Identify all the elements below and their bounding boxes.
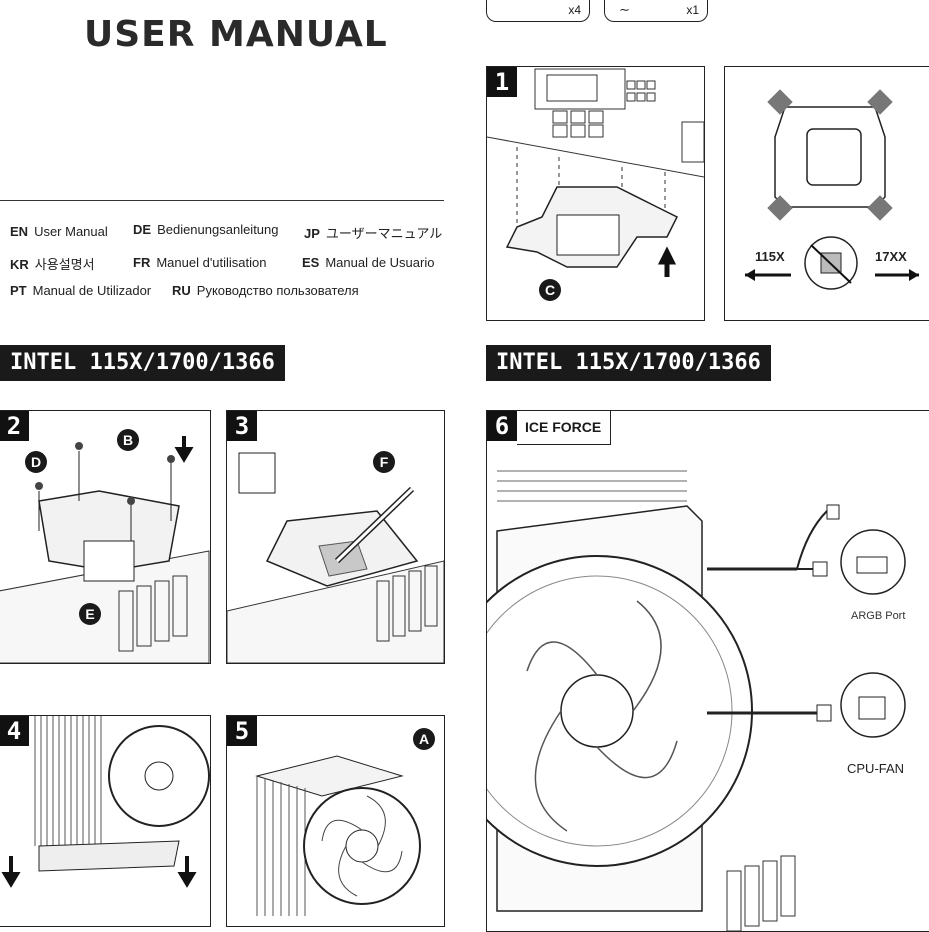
step-number: 4 (0, 716, 29, 746)
step-number: 3 (227, 411, 257, 441)
step-3-panel: 3 F (226, 410, 445, 664)
argb-port-label: ARGB Port (851, 610, 906, 622)
assembled-cooler-illustration (255, 755, 421, 916)
callout-f: F (373, 451, 395, 473)
screw-count-box: x4 (486, 0, 590, 22)
tool-count: x1 (686, 3, 699, 17)
step-6-panel: 6 ICE FORCE ARGB Port CPU-FAN (486, 410, 929, 932)
thermal-paste-illustration (227, 452, 444, 663)
label-17xx: 17XX (875, 249, 907, 264)
callout-a: A (413, 728, 435, 750)
step-5-panel: 5 A (226, 715, 445, 927)
step-number: 5 (227, 716, 257, 746)
step-number: 6 (487, 411, 517, 441)
mounting-bracket-icon (745, 89, 919, 290)
tool-count-box: ∼ x1 (604, 0, 708, 22)
callout-b: B (117, 429, 139, 451)
step-1-panel: 1 C (486, 66, 705, 321)
screw-count: x4 (568, 3, 581, 17)
step-1-detail-panel: 115X 17XX (724, 66, 929, 321)
divider-line (0, 200, 444, 201)
section-title-right: INTEL 115X/1700/1366 (486, 345, 771, 381)
callout-c: C (539, 279, 561, 301)
backplate-illustration (487, 68, 704, 277)
wrench-icon: ∼ (619, 2, 630, 17)
label-115x: 115X (755, 249, 785, 264)
section-title-left: INTEL 115X/1700/1366 (0, 345, 285, 381)
step-number: 1 (487, 67, 517, 97)
model-title: ICE FORCE (525, 419, 602, 435)
cooler-install-illustration (1, 716, 210, 888)
cooler-fan-wiring-illustration (487, 470, 906, 931)
mount-screw-illustration (0, 436, 210, 663)
step-2-panel: 2 D B E (0, 410, 211, 664)
callout-e: E (79, 603, 101, 625)
manual-title: USER MANUAL (84, 14, 388, 55)
cpu-fan-label: CPU-FAN (847, 761, 905, 776)
step-4-panel: 4 (0, 715, 211, 927)
callout-d: D (25, 451, 47, 473)
model-title-box: ICE FORCE (517, 411, 611, 445)
step-number: 2 (0, 411, 29, 441)
